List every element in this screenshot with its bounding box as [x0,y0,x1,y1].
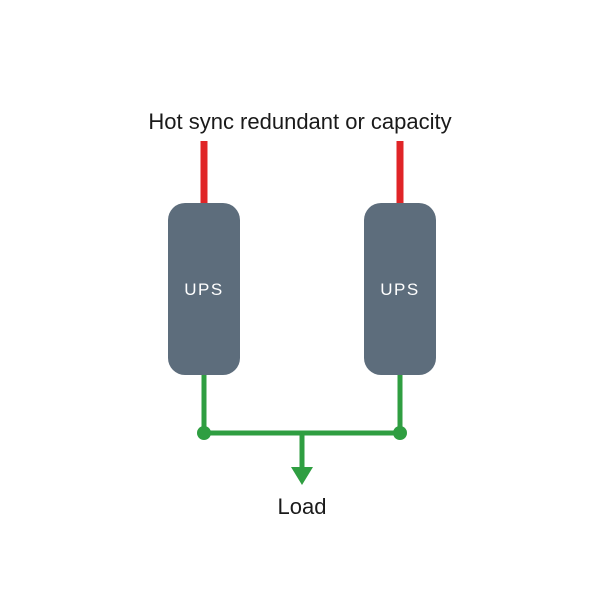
ups-box-left [168,203,240,375]
ups-label-left: UPS [184,280,223,299]
ups-box-right [364,203,436,375]
junction-dot-right [393,426,407,440]
load-label: Load [278,494,327,519]
load-arrow-icon [291,467,313,485]
junction-dot-left [197,426,211,440]
ups-label-right: UPS [380,280,419,299]
diagram-title: Hot sync redundant or capacity [148,109,451,134]
